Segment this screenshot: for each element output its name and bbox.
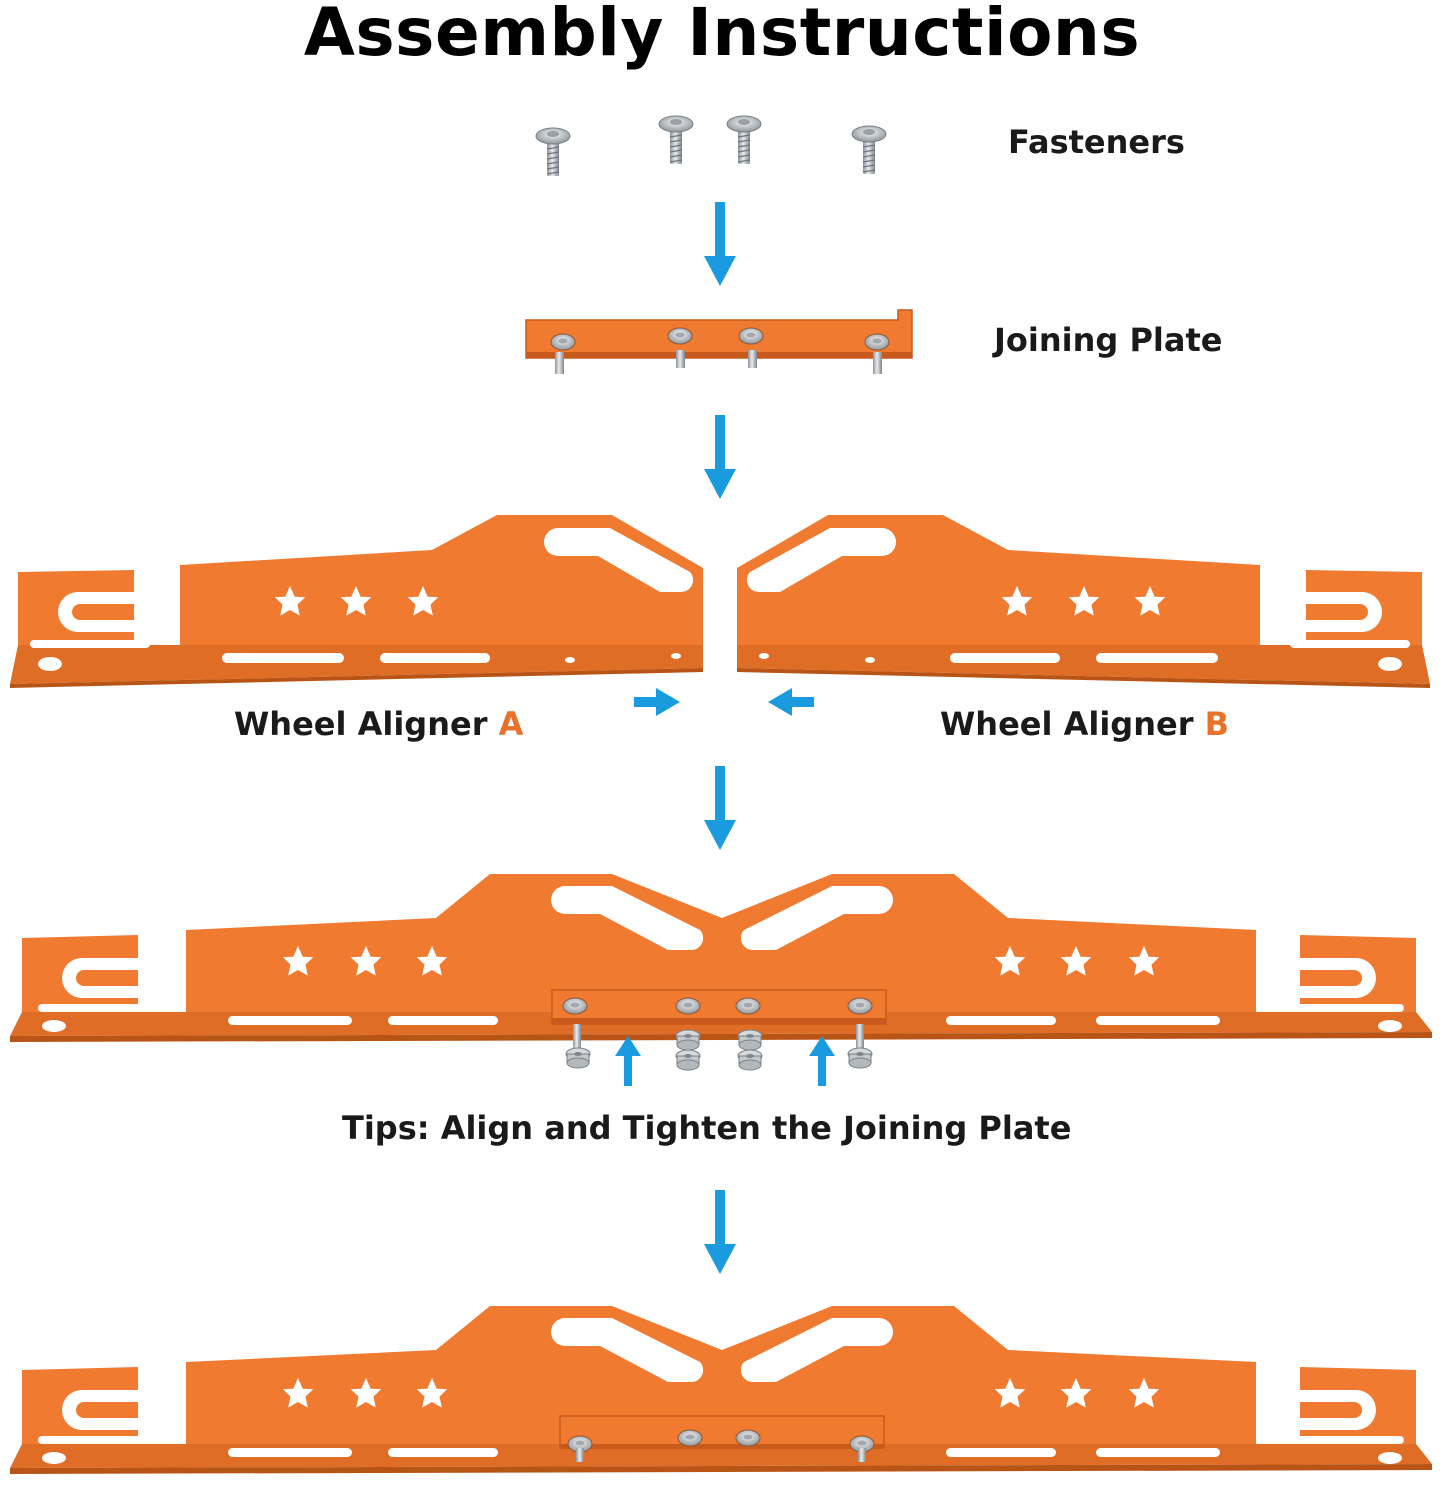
- nut-icon: [737, 1049, 763, 1071]
- wheel-aligner-b-label: Wheel Aligner B: [940, 706, 1229, 742]
- screw-icon: [738, 327, 764, 345]
- fasteners-group: [535, 115, 887, 177]
- joining-plate-figure: [525, 309, 913, 374]
- wheel-aligner-b: [737, 515, 1430, 688]
- arrow-up-icon: [615, 1036, 641, 1086]
- nut-icon: [737, 1029, 763, 1051]
- arrow-down-icon: [704, 1190, 736, 1274]
- arrow-up-icon: [809, 1036, 835, 1086]
- wheel-aligner-b-text: Wheel Aligner: [940, 705, 1194, 743]
- wheel-aligner-b-letter: B: [1204, 705, 1229, 743]
- screw-icon: [726, 115, 762, 165]
- joining-plate: [525, 309, 913, 359]
- screw-icon: [735, 997, 761, 1015]
- wheel-aligner-a-text: Wheel Aligner: [234, 705, 488, 743]
- screw-icon: [550, 333, 576, 351]
- wheel-aligner-a-label: Wheel Aligner A: [234, 706, 523, 742]
- wheel-aligner-a: [10, 515, 703, 688]
- arrow-down-icon: [704, 415, 736, 499]
- arrow-down-icon: [704, 202, 736, 286]
- screw-icon: [851, 125, 887, 175]
- arrow-right-icon: [634, 688, 680, 716]
- arrow-down-icon: [704, 766, 736, 850]
- screw-icon: [847, 997, 873, 1015]
- nut-icon: [675, 1049, 701, 1071]
- screw-icon: [675, 997, 701, 1015]
- nut-icon: [675, 1029, 701, 1051]
- joining-plate-attached: [551, 989, 887, 1048]
- screw-icon: [864, 333, 890, 351]
- page-title: Assembly Instructions: [303, 0, 1141, 71]
- nut-icon: [565, 1047, 591, 1069]
- nut-icon: [847, 1047, 873, 1069]
- final-aligner: [10, 1306, 1432, 1474]
- wheel-aligner-a-letter: A: [498, 705, 524, 743]
- screw-icon: [535, 127, 571, 177]
- plate-screws: [550, 327, 890, 374]
- screw-icon: [658, 115, 694, 165]
- fasteners-label: Fasteners: [1008, 123, 1185, 161]
- screw-icon: [667, 327, 693, 345]
- arrow-left-icon: [768, 688, 814, 716]
- screw-icon: [562, 997, 588, 1015]
- tips-label: Tips: Align and Tighten the Joining Plat…: [342, 1109, 1072, 1147]
- joining-plate-label: Joining Plate: [994, 321, 1223, 359]
